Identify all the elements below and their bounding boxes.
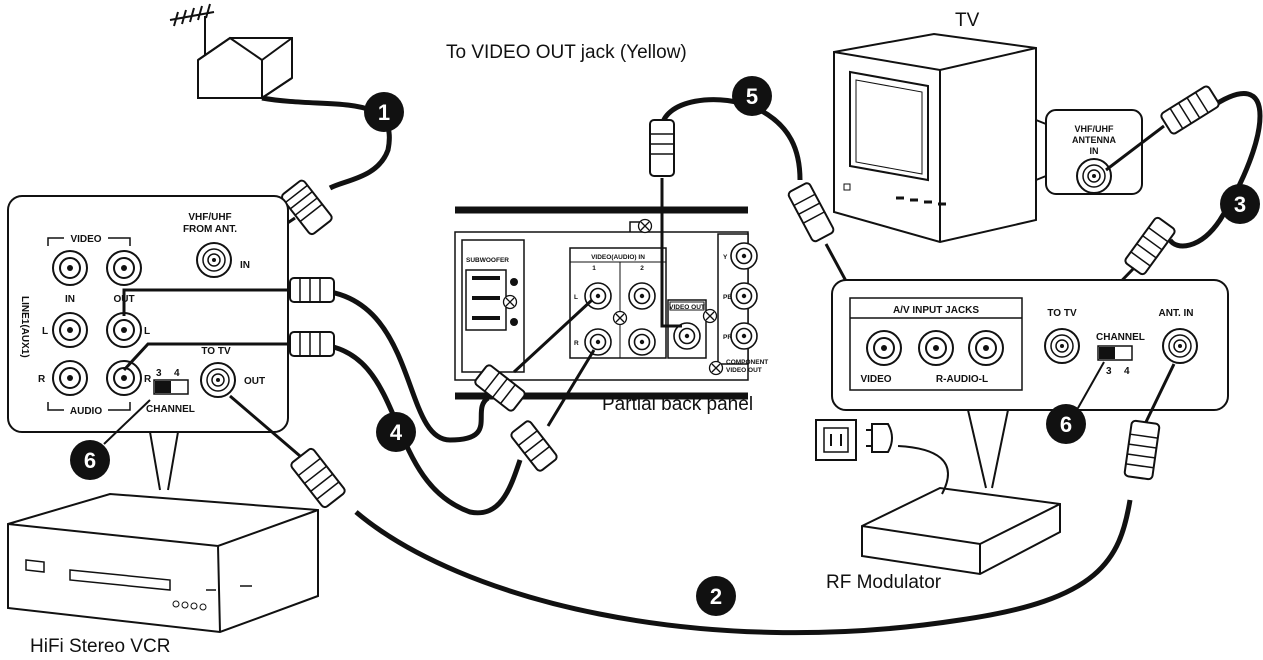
vcr-r-label-right: R xyxy=(144,374,152,385)
svg-text:4: 4 xyxy=(390,420,403,445)
tv-ant-label-2: ANTENNA xyxy=(1072,135,1116,145)
pr-label: PR xyxy=(723,334,732,341)
vcr-totv-label: TO TV xyxy=(201,346,231,357)
rf-ch4-label: 4 xyxy=(1124,366,1130,377)
video-audio-in-label: VIDEO(AUDIO) IN xyxy=(591,254,645,261)
step-badge-6-vcr: 6 xyxy=(70,399,151,480)
rf-antin-label: ANT. IN xyxy=(1159,308,1194,319)
step-badge-5: 5 xyxy=(732,76,772,116)
svg-text:6: 6 xyxy=(1060,412,1072,437)
video-out-caption: To VIDEO OUT jack (Yellow) xyxy=(446,42,687,63)
vcr-line1-label: LINE1(AUX1) xyxy=(19,296,30,358)
vcr-ch3-label: 3 xyxy=(156,368,162,379)
vcr-l-label-left: L xyxy=(42,326,48,337)
rf-channel-label: CHANNEL xyxy=(1096,332,1145,343)
component-label-2: VIDEO OUT xyxy=(726,367,762,374)
video-out-label: VIDEO OUT xyxy=(669,304,705,311)
pb-label: PB xyxy=(723,294,732,301)
tv-antenna-panel: VHF/UHF ANTENNA IN xyxy=(1035,109,1143,195)
rf-totv-label: TO TV xyxy=(1047,308,1077,319)
rf-modulator-caption: RF Modulator xyxy=(826,572,942,593)
vcr-video-label: VIDEO xyxy=(70,234,101,245)
back-r-label: R xyxy=(574,340,579,347)
back-panel-caption: Partial back panel xyxy=(602,394,753,415)
svg-text:2: 2 xyxy=(710,584,722,609)
step-badge-4: 4 xyxy=(376,412,416,452)
vcr-ant-label-1: VHF/UHF xyxy=(188,212,231,223)
rf-modulator-box xyxy=(861,445,1061,576)
vcr-r-label-left: R xyxy=(38,374,46,385)
vcr-ant-label-2: FROM ANT. xyxy=(183,224,237,235)
antenna-house xyxy=(169,3,293,99)
step-badge-6-rf: 6 xyxy=(1046,361,1105,444)
cable-4 xyxy=(122,277,596,516)
subwoofer-label: SUBWOOFER xyxy=(466,257,509,264)
tv-ant-label-3: IN xyxy=(1090,146,1099,156)
vcr-l-label-right: L xyxy=(144,326,150,337)
col1-label: 1 xyxy=(592,265,596,272)
vcr-in-label: IN xyxy=(65,294,75,305)
vcr-channel-label: CHANNEL xyxy=(146,404,195,415)
rf-audio-label: R-AUDIO-L xyxy=(936,374,988,385)
cable-2 xyxy=(229,363,1176,636)
power-outlet xyxy=(815,419,857,461)
component-label-1: COMPONENT xyxy=(726,359,768,366)
col2-label: 2 xyxy=(640,265,644,272)
step-badge-1: 1 xyxy=(364,92,404,132)
rf-modulator-panel: A/V INPUT JACKS VIDEO R-AUDIO-L TO TV AN… xyxy=(831,279,1229,489)
vcr-totv-out-label: OUT xyxy=(244,376,265,387)
back-l-label: L xyxy=(574,294,578,301)
step-badge-3: 3 xyxy=(1220,184,1260,224)
vcr-ant-in-label: IN xyxy=(240,260,250,271)
svg-text:1: 1 xyxy=(378,100,390,125)
vcr-caption: HiFi Stereo VCR xyxy=(30,636,170,657)
receiver-back-panel: SUBWOOFER VIDEO(AUDIO) IN 1 2 L R VIDEO … xyxy=(454,206,768,400)
svg-text:5: 5 xyxy=(746,84,758,109)
svg-text:3: 3 xyxy=(1234,192,1246,217)
rf-video-label: VIDEO xyxy=(860,374,891,385)
step-badge-2: 2 xyxy=(696,576,736,616)
power-plug xyxy=(866,423,893,453)
svg-text:6: 6 xyxy=(84,448,96,473)
tv-ant-label-1: VHF/UHF xyxy=(1075,124,1114,134)
y-label: Y xyxy=(723,254,728,261)
tv-set xyxy=(833,32,1037,244)
rf-ch3-label: 3 xyxy=(1106,366,1112,377)
vcr-audio-label: AUDIO xyxy=(70,406,102,417)
vcr-ch4-label: 4 xyxy=(174,368,180,379)
tv-caption: TV xyxy=(955,10,980,31)
vcr-unit xyxy=(7,492,319,634)
rf-av-input-label: A/V INPUT JACKS xyxy=(893,305,979,316)
